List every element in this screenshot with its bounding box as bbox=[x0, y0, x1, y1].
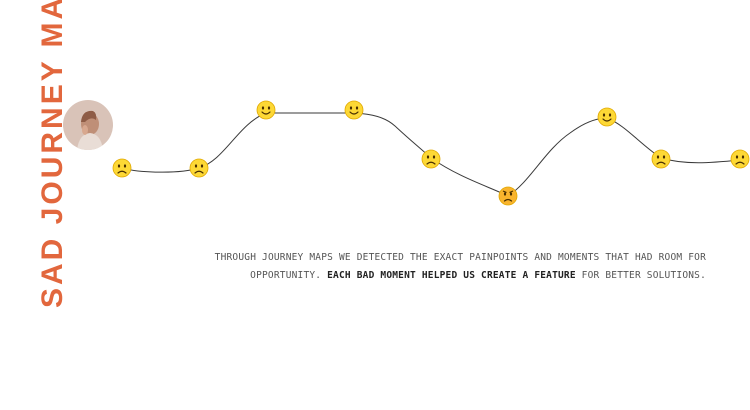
avatar bbox=[63, 100, 113, 150]
happy-face-icon bbox=[256, 100, 276, 120]
happy-face-icon bbox=[597, 107, 617, 127]
journey-caption: THROUGH JOURNEY MAPS WE DETECTED THE EXA… bbox=[180, 249, 706, 285]
happy-face-icon bbox=[344, 100, 364, 120]
caption-text: THROUGH JOURNEY MAPS WE DETECTED THE EXA… bbox=[214, 252, 706, 281]
caption-highlight: EACH BAD MOMENT HELPED US CREATE A FEATU… bbox=[327, 270, 576, 281]
sad-face-icon bbox=[730, 149, 750, 169]
caption-text-end: FOR BETTER SOLUTIONS. bbox=[575, 270, 706, 281]
sad-face-icon bbox=[112, 158, 132, 178]
sad-face-icon bbox=[189, 158, 209, 178]
journey-line bbox=[121, 112, 741, 197]
angry-face-icon bbox=[498, 186, 518, 206]
sad-face-icon bbox=[651, 149, 671, 169]
sad-face-icon bbox=[421, 149, 441, 169]
person-avatar-icon bbox=[63, 100, 113, 150]
